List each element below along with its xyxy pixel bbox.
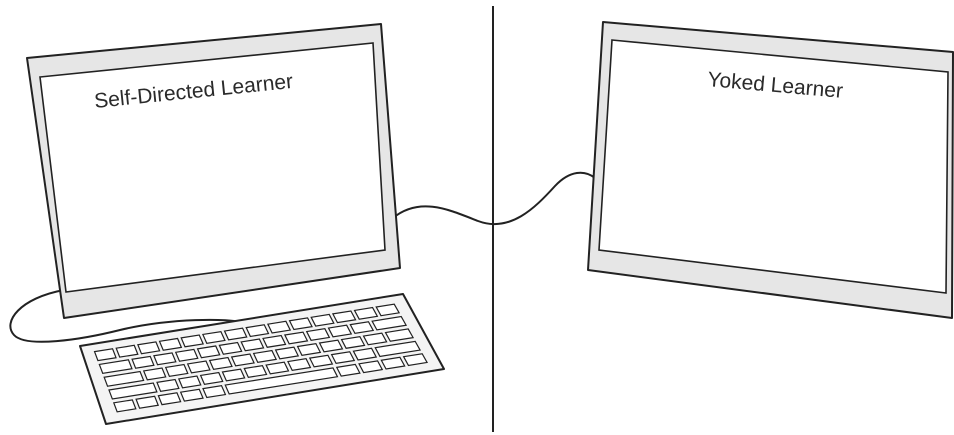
keyboard-key (157, 380, 179, 392)
keyboard-key (244, 366, 266, 378)
left-monitor: Self-Directed Learner (27, 24, 400, 318)
keyboard-key (201, 373, 223, 385)
keyboard-key (181, 335, 203, 347)
keyboard-key (290, 318, 312, 330)
keyboard-key (176, 349, 198, 361)
keyboard-key (333, 311, 356, 323)
keyboard-key (203, 332, 225, 344)
keyboard-key (376, 304, 399, 316)
keyboard-key (225, 328, 247, 340)
keyboard-key (288, 359, 310, 371)
keyboard-key (246, 325, 268, 337)
keyboard-key (222, 369, 244, 381)
keyboard-key (132, 356, 154, 368)
keyboard-key (179, 376, 201, 388)
keyboard-key (268, 321, 290, 333)
keyboard-key (355, 308, 378, 320)
keyboard-key (138, 342, 160, 354)
keyboard-key (160, 338, 182, 350)
keyboard-key (116, 345, 138, 357)
keyboard (80, 294, 444, 424)
keyboard-key (311, 314, 334, 326)
keyboard-key (266, 362, 288, 374)
keyboard-key (95, 349, 116, 361)
right-monitor: Yoked Learner (588, 22, 953, 318)
keyboard-key (154, 353, 176, 365)
